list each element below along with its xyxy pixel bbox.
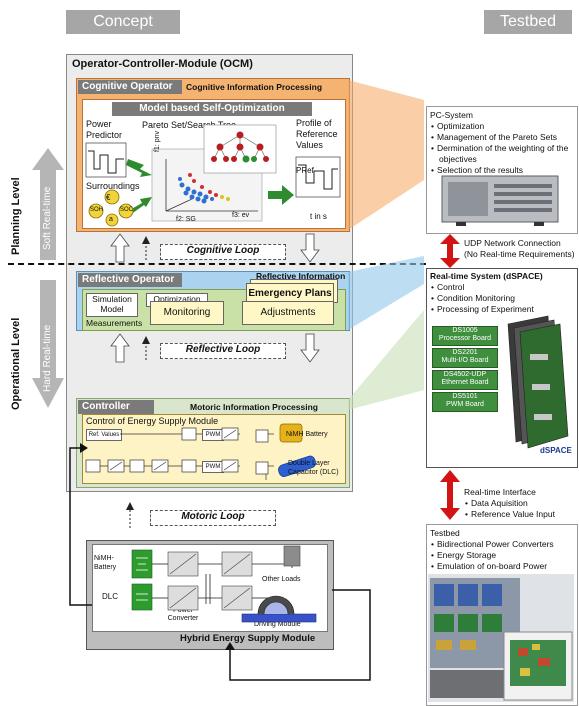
cognitive-info-label: Cognitive Information Processing bbox=[186, 82, 323, 92]
feedback-loop-line bbox=[69, 443, 371, 681]
level-arrows bbox=[32, 148, 64, 408]
testbed-title: Testbed bbox=[430, 528, 460, 538]
euro-icon: € bbox=[106, 193, 111, 202]
level-divider bbox=[8, 263, 426, 265]
operational-level-label: Operational Level bbox=[10, 317, 22, 410]
pc-system-item: Dermination of the weighting of the obje… bbox=[437, 143, 579, 165]
ref-values-box: Ref. Values bbox=[86, 429, 122, 441]
other-loads-label: Other Loads bbox=[262, 576, 301, 583]
board-ds4502: DS4502-UDP Ethernet Board bbox=[432, 370, 498, 390]
pc-system-title: PC-System bbox=[430, 110, 473, 120]
board-desc: Processor Board bbox=[438, 335, 492, 342]
pref-label: PRef bbox=[296, 166, 314, 175]
board-name: DS5101 bbox=[452, 393, 478, 400]
pc-system-item: Selection of the results bbox=[437, 165, 579, 176]
pareto-label: Pareto Set/Search Tree bbox=[142, 120, 237, 130]
pc-image bbox=[441, 175, 559, 226]
concept-header: Concept bbox=[66, 10, 180, 34]
testbed-photo bbox=[428, 574, 574, 702]
board-ds1005: DS1005 Processor Board bbox=[432, 326, 498, 346]
ocm-title: Operator-Controller-Module (OCM) bbox=[72, 58, 253, 70]
udp-line1: UDP Network Connection bbox=[464, 238, 561, 248]
testbed-item: Bidirectional Power Converters bbox=[437, 539, 579, 550]
soh-label: SOH bbox=[90, 207, 104, 213]
dspace-board-stack bbox=[507, 315, 569, 449]
cognitive-loop-box: Cognitive Loop bbox=[160, 244, 286, 260]
simulation-model-box: Simulation Model bbox=[86, 293, 138, 317]
pwm-box-2: PWM bbox=[202, 461, 224, 473]
a-label: a bbox=[109, 216, 113, 223]
power-converter-label: Power Converter bbox=[167, 607, 199, 622]
reflective-loop-box: Reflective Loop bbox=[160, 343, 286, 359]
nimh-battery-label: NiMH Battery bbox=[286, 431, 328, 438]
hybrid-schematic bbox=[131, 545, 317, 623]
reflective-loop-arrows bbox=[110, 333, 320, 363]
motoric-loop-arrow bbox=[126, 502, 134, 528]
rts-item: Processing of Experiment bbox=[437, 304, 579, 315]
controller-label: Controller bbox=[78, 400, 154, 414]
soc-label: SOC bbox=[120, 207, 134, 213]
hybrid-dlc-label: DLC bbox=[102, 592, 119, 601]
rti-item: Data Aquisition bbox=[471, 498, 579, 509]
surroundings-label: Surroundings bbox=[86, 181, 140, 191]
udp-line2: (No Real-time Requirements) bbox=[464, 249, 575, 259]
self-opt-title: Model based Self-Optimization bbox=[112, 102, 312, 116]
testbed-item: Energy Storage bbox=[437, 550, 579, 561]
board-desc: Ethernet Board bbox=[441, 379, 489, 386]
pc-system-item: Management of the Pareto Sets bbox=[437, 132, 579, 143]
measurements-label: Measurements bbox=[86, 318, 143, 328]
testbed-list: Bidirectional Power Converters Energy St… bbox=[430, 539, 579, 572]
rti-item: Reference Value Input bbox=[471, 509, 579, 520]
rts-title: Real-time System (dSPACE) bbox=[430, 271, 543, 281]
motoric-loop-box: Motoric Loop bbox=[150, 510, 276, 526]
f1-label: f1: pnv bbox=[154, 130, 161, 152]
board-desc: PWM Board bbox=[446, 401, 484, 408]
profile-label: Profile of Reference Values bbox=[296, 118, 338, 150]
board-name: DS4502-UDP bbox=[443, 371, 487, 378]
rts-item: Condition Monitoring bbox=[437, 293, 579, 304]
control-module-title: Control of Energy Supply Module bbox=[86, 416, 219, 426]
udp-arrow bbox=[440, 234, 460, 268]
rts-item: Control bbox=[437, 282, 579, 293]
hybrid-module-title: Hybrid Energy Supply Module bbox=[180, 633, 316, 644]
board-ds2201: DS2201 Multi-I/O Board bbox=[432, 348, 498, 368]
f3-label: f3: ev bbox=[232, 212, 250, 219]
board-ds5101: DS5101 PWM Board bbox=[432, 392, 498, 412]
dspace-logo: dSPACE bbox=[540, 446, 572, 455]
driving-module-label: Driving Module bbox=[254, 621, 301, 628]
pc-system-list: Optimization Management of the Pareto Se… bbox=[430, 121, 579, 176]
planning-level-label: Planning Level bbox=[10, 177, 22, 255]
board-name: DS1005 bbox=[452, 327, 478, 334]
monitoring-box: Monitoring bbox=[150, 301, 224, 325]
cognitive-operator-label: Cognitive Operator bbox=[78, 80, 182, 94]
reflective-operator-label: Reflective Operator bbox=[78, 273, 182, 287]
cognitive-loop-arrows bbox=[110, 233, 320, 263]
adjustments-box: Adjustments bbox=[242, 301, 334, 325]
rti-list: Data Aquisition Reference Value Input bbox=[464, 498, 579, 520]
rti-arrow bbox=[440, 470, 460, 520]
f2-label: f2: SG bbox=[176, 216, 196, 223]
testbed-item: Emulation of on-board Power bbox=[437, 561, 579, 572]
power-predictor-label: Power Predictor bbox=[86, 119, 123, 140]
tins-label: t in s bbox=[310, 212, 327, 221]
self-opt-graphics bbox=[85, 124, 341, 227]
control-blocks bbox=[85, 423, 317, 480]
pc-system-item: Optimization bbox=[437, 121, 579, 132]
dlc-label: Double Layer Capacitor (DLC) bbox=[288, 460, 339, 476]
board-name: DS2201 bbox=[452, 349, 478, 356]
projection-wedges bbox=[348, 80, 424, 410]
hybrid-nimh-label: NiMH-Battery bbox=[94, 555, 117, 571]
board-desc: Multi-I/O Board bbox=[441, 357, 489, 364]
controller-info-label: Motoric Information Processing bbox=[190, 402, 318, 412]
rti-title: Real-time Interface bbox=[464, 487, 536, 497]
soft-realtime-label: Soft Real-time bbox=[42, 186, 53, 250]
hard-realtime-label: Hard Real-time bbox=[42, 324, 53, 392]
testbed-header: Testbed bbox=[484, 10, 572, 34]
rts-list: Control Condition Monitoring Processing … bbox=[430, 282, 579, 315]
